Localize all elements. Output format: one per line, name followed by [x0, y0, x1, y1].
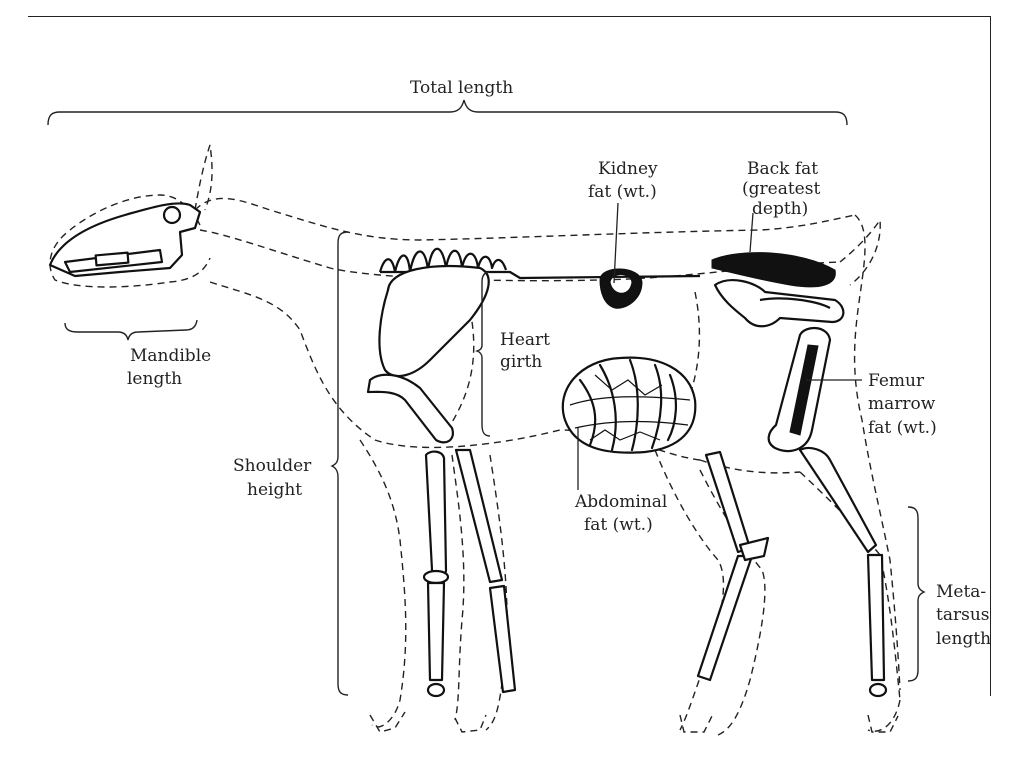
- back-fat-label-line1: Back fat: [747, 159, 818, 179]
- shoulder-height-bracket: [332, 232, 348, 695]
- orbit: [164, 207, 180, 223]
- abdominal-label-line1: Abdominal: [574, 492, 667, 512]
- labels: Total length Mandible length Kidney fat …: [127, 78, 991, 649]
- teeth-row: [96, 253, 129, 266]
- shoulder-height-label-line2: height: [247, 480, 302, 500]
- total-length-label: Total length: [410, 78, 513, 98]
- hind-metatarsus: [868, 555, 884, 680]
- kidney-fat-shape: [600, 269, 642, 308]
- front-metacarpal: [428, 583, 444, 680]
- radius: [426, 452, 446, 576]
- skeleton: [50, 203, 886, 696]
- mandible-label-line2: length: [127, 369, 182, 389]
- frame-right-rule: [990, 16, 991, 696]
- tibia: [800, 448, 876, 552]
- shoulder-height-label-line1: Shoulder: [233, 456, 312, 476]
- back-fat-label-line3: depth): [752, 199, 808, 219]
- abdominal-fat-shape: [563, 358, 696, 453]
- hind-leg-far: [706, 452, 750, 552]
- total-length-bracket: [48, 100, 847, 125]
- heart-girth-label-line1: Heart: [500, 330, 550, 350]
- metatarsus-label-line2: tarsus: [936, 605, 990, 625]
- metatarsus-label-line3: length: [936, 629, 991, 649]
- front-leg-far: [456, 450, 502, 582]
- kidney-label-line1: Kidney: [598, 159, 658, 179]
- femur-label-line3: fat (wt.): [868, 418, 937, 438]
- metatarsus-label-line1: Meta-: [936, 582, 986, 602]
- mandible-length-bracket: [65, 320, 197, 340]
- front-phalanx: [428, 684, 444, 696]
- femur-label-line2: marrow: [868, 394, 936, 414]
- front-leg-far-lower: [490, 586, 515, 692]
- hind-phalanx: [870, 684, 886, 696]
- scapula: [379, 266, 488, 376]
- femur-label-line1: Femur: [868, 371, 925, 391]
- abdominal-label-line2: fat (wt.): [584, 515, 653, 535]
- pelvis: [715, 280, 843, 326]
- metatarsus-length-bracket: [908, 507, 924, 681]
- mandible-label-line1: Mandible: [130, 346, 211, 366]
- back-fat-label-line2: (greatest: [742, 179, 820, 199]
- frame-top-rule: [28, 16, 990, 17]
- heart-girth-label-line2: girth: [500, 352, 542, 372]
- carpal: [424, 571, 448, 583]
- kidney-label-line2: fat (wt.): [588, 182, 657, 202]
- hind-leg-far-lower: [698, 556, 752, 680]
- humerus: [368, 375, 453, 443]
